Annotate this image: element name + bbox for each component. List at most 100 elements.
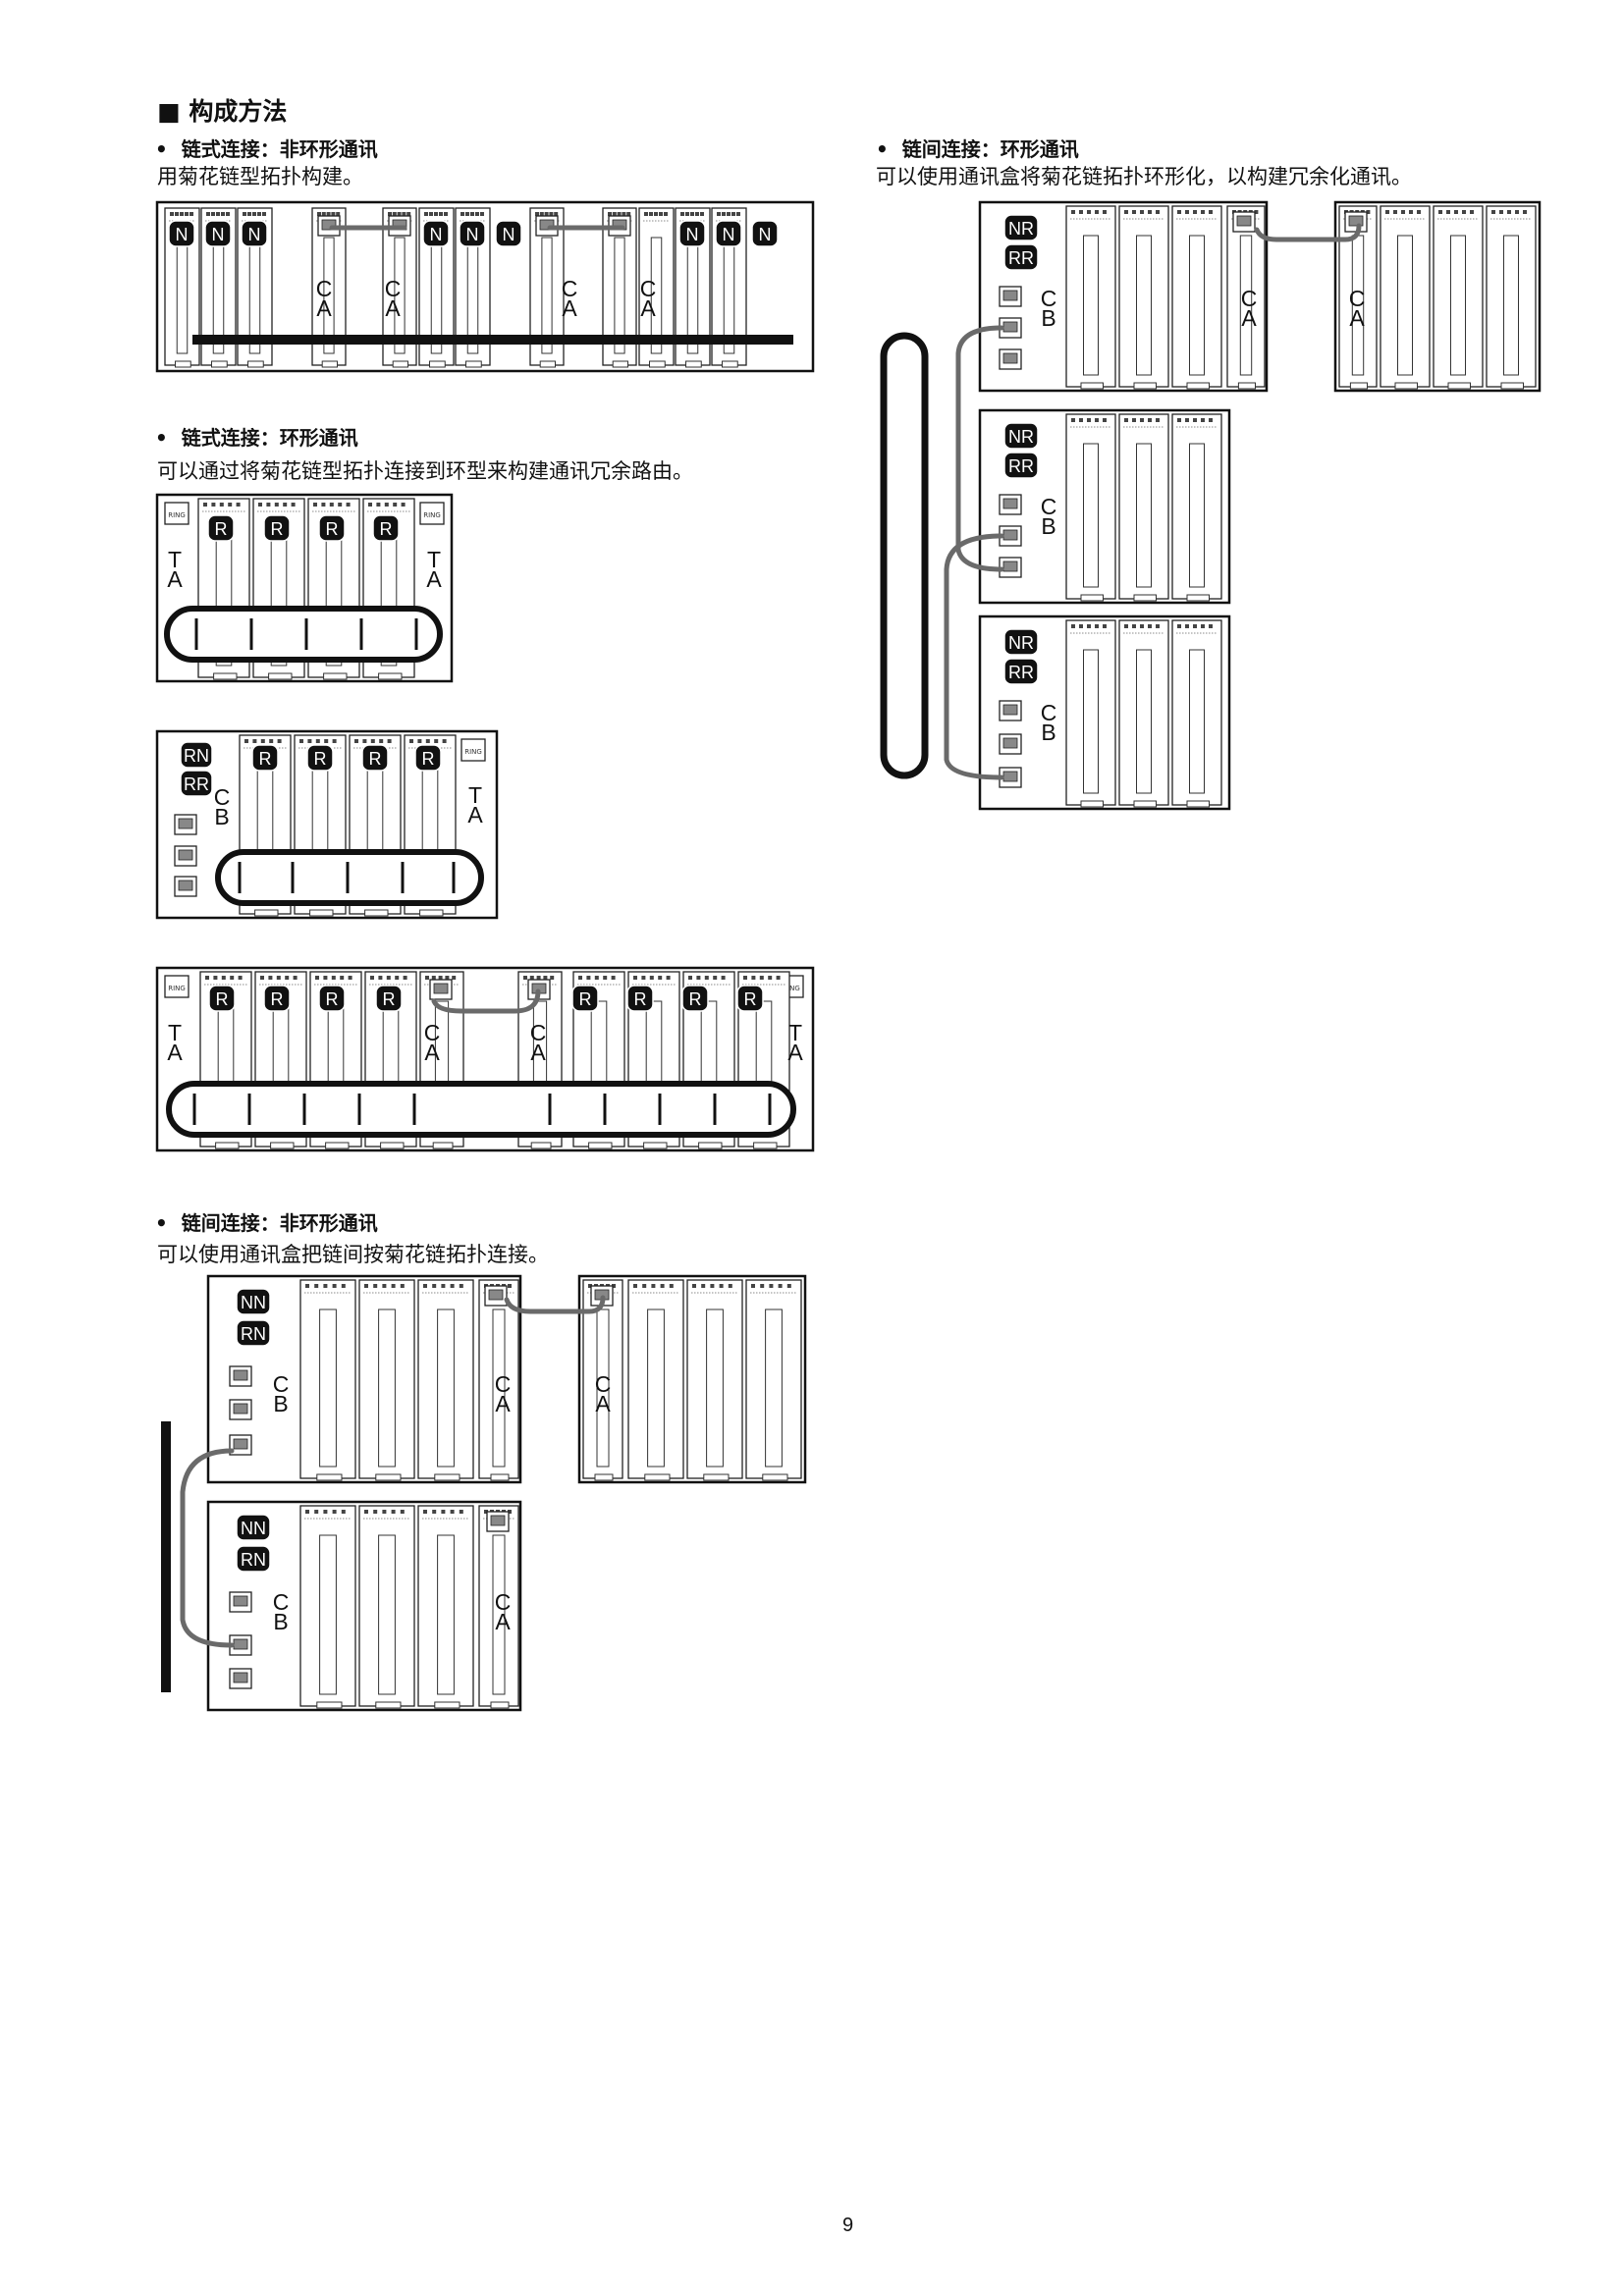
badge-nn [236, 1288, 271, 1315]
ring-slot-foot [254, 909, 279, 917]
ring-slot-led [238, 976, 243, 980]
badge-r [263, 514, 291, 542]
ring-slot-panel [1503, 235, 1519, 376]
badge-r-text: R [271, 519, 284, 539]
ring-slot-led [379, 739, 384, 743]
ca-module-led [438, 976, 443, 980]
ring-slot-led [696, 976, 701, 980]
label-cb-d-2: B [1041, 720, 1056, 745]
ring-slot-foot [1447, 382, 1471, 390]
ring-slot-led [1193, 418, 1197, 422]
inter-slot-led [364, 1510, 368, 1514]
ring-slot-led [307, 739, 312, 743]
badge-n [422, 220, 450, 247]
label-ta-1: T [468, 782, 482, 808]
ring-slot-led [1071, 418, 1075, 422]
badge-n [678, 220, 706, 247]
cb-port-6-jack [233, 1672, 248, 1683]
ring-slot-led [1177, 210, 1181, 214]
inter-slot-foot [375, 1473, 402, 1481]
ca-module-foot [1349, 382, 1369, 390]
bullet-daisy-ring: • 链式连接：环形通讯 [155, 426, 358, 450]
badge-n [459, 220, 486, 247]
inter-slot-led [450, 1284, 455, 1288]
badge-r-text: R [271, 989, 284, 1009]
ca-module-led [388, 212, 392, 216]
ring-slot-led [442, 739, 447, 743]
ring-slot-foot [1186, 382, 1210, 390]
label-ca-left-2: A [424, 1040, 440, 1065]
inter-slot-led [305, 1510, 309, 1514]
badge-r [372, 514, 400, 542]
ring-slot-led [1156, 210, 1160, 214]
ring-slot-led [348, 976, 352, 980]
ca-module-led [612, 1284, 616, 1288]
badge-n-text: N [248, 225, 261, 244]
ring-slot-led [221, 976, 226, 980]
node-slot-led [257, 212, 261, 216]
badge-rn [180, 741, 213, 769]
inter-slot-panel [706, 1308, 724, 1468]
node-slot-led [206, 212, 210, 216]
ring-slot-led [1193, 624, 1197, 628]
badge-n [241, 220, 268, 247]
ring-slot-led [1417, 210, 1421, 214]
ca-module-foot [321, 360, 339, 368]
badge-r [736, 985, 764, 1012]
ring-slot-led [401, 503, 406, 507]
ring-slot-foot [323, 672, 348, 680]
inter-slot-led [373, 1510, 378, 1514]
ring-slot-led [211, 503, 216, 507]
cb-port-1-jack [1002, 290, 1018, 301]
inter-slot-foot [434, 1701, 460, 1709]
ring-slot-led [776, 976, 781, 980]
badge-r-text: R [380, 519, 393, 539]
ring-slot-led [721, 976, 726, 980]
ring-slot-led [1523, 210, 1527, 214]
label-cb-a-1: C [273, 1371, 290, 1397]
ca-module-panel [492, 1534, 506, 1695]
inter-slot-led [332, 1284, 337, 1288]
label-ta-2: A [467, 802, 483, 828]
ring-slot-panel [1083, 443, 1099, 588]
node-slot-led [731, 212, 735, 216]
ring-slot-foot [325, 1142, 350, 1149]
ca-module-led [535, 212, 539, 216]
ring-slot-foot [309, 909, 334, 917]
badge-r-text: R [326, 989, 339, 1009]
ring-slot-foot [1133, 594, 1157, 602]
label-ca-a-1: C [495, 1371, 512, 1397]
ring-slot-foot [378, 672, 403, 680]
inter-slot-led [778, 1284, 783, 1288]
ring-slot-led [743, 976, 747, 980]
badge-nr [1003, 214, 1039, 241]
ring-slot-foot [1186, 594, 1210, 602]
node-slot-led [470, 212, 474, 216]
inter-slot-led [669, 1284, 674, 1288]
ring-slot-led [1095, 210, 1099, 214]
node-slot-led [644, 212, 648, 216]
inter-slot-led [751, 1284, 755, 1288]
ring-slot-led [409, 739, 413, 743]
ring-slot-led [1201, 418, 1205, 422]
inter-slot-led [633, 1284, 637, 1288]
ring-slot-led [299, 739, 303, 743]
label-cb-a-1: C [1041, 286, 1057, 311]
ring-port-right-label: RING [783, 985, 800, 992]
node-slot-led [189, 212, 193, 216]
ring-slot-led [268, 976, 273, 980]
node-slot-led [722, 212, 726, 216]
badge-r [318, 514, 346, 542]
node-slot-led [221, 212, 225, 216]
node-slot-led [727, 212, 731, 216]
cb-port-3-jack [1002, 352, 1018, 364]
ring-slot-led [213, 976, 218, 980]
badge-rn-text: RN [241, 1550, 266, 1570]
ring-slot-led [313, 503, 317, 507]
ring-slot-led [1148, 418, 1152, 422]
cb-port-2-jack [178, 849, 193, 861]
cb-port-5-jack [233, 1638, 248, 1650]
badge-n-text: N [503, 225, 515, 244]
cable-ring-a-c [955, 325, 1004, 572]
